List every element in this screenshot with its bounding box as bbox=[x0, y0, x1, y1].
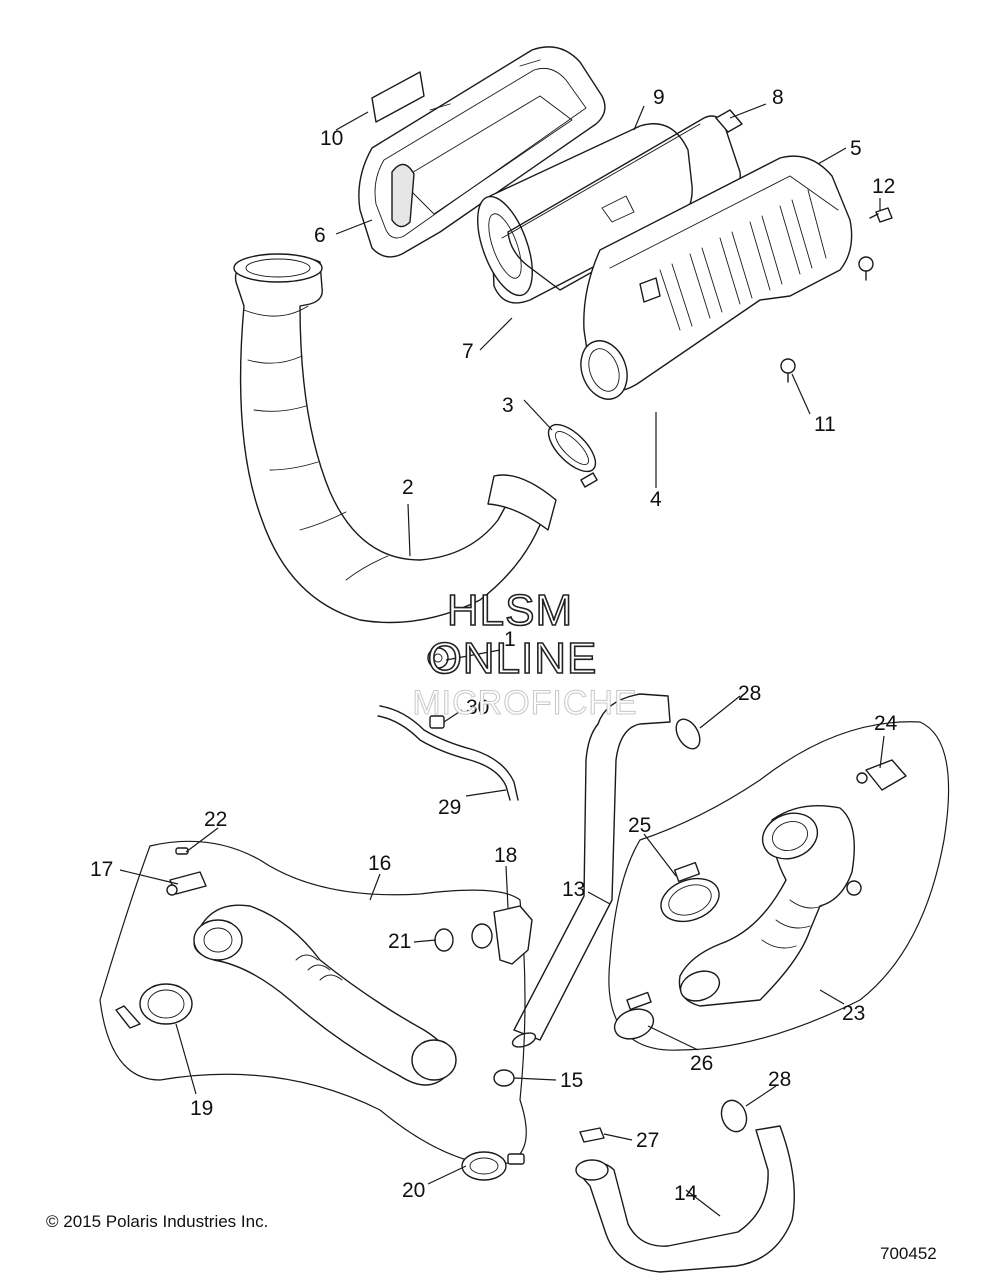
air-filter-element bbox=[477, 123, 693, 304]
callout-23: 23 bbox=[842, 1002, 865, 1025]
seal-clip bbox=[715, 109, 743, 133]
sensor-housing-18 bbox=[471, 905, 533, 965]
callout-20: 20 bbox=[402, 1179, 425, 1202]
figure-number: 700452 bbox=[880, 1244, 937, 1263]
clamp-25 bbox=[660, 861, 720, 923]
callout-11: 11 bbox=[814, 413, 836, 436]
clamp-15 bbox=[493, 1069, 515, 1087]
callout-6: 6 bbox=[314, 224, 326, 247]
fitting-27 bbox=[579, 1127, 605, 1143]
screw-11a bbox=[858, 256, 874, 281]
grommet-1 bbox=[427, 647, 449, 669]
callout-30: 30 bbox=[466, 696, 489, 719]
callout-4: 4 bbox=[650, 488, 662, 511]
callout-28-top: 28 bbox=[738, 682, 761, 705]
sensor-24 bbox=[856, 759, 907, 791]
callout-17: 17 bbox=[90, 858, 113, 881]
callout-8: 8 bbox=[772, 86, 784, 109]
callout-19: 19 bbox=[190, 1097, 213, 1120]
callout-29: 29 bbox=[438, 796, 461, 819]
callout-3: 3 bbox=[502, 394, 514, 417]
watermark-line-3: MICROFICHE bbox=[412, 684, 638, 723]
callout-numbers: 10 9 8 5 12 6 7 3 4 11 2 1 30 29 22 17 1… bbox=[90, 86, 898, 1205]
airbox-base bbox=[580, 155, 853, 400]
leader-lines bbox=[119, 103, 885, 1217]
ring-21 bbox=[434, 928, 454, 952]
plug-22 bbox=[175, 847, 189, 855]
callout-18: 18 bbox=[494, 844, 517, 867]
callout-24: 24 bbox=[874, 712, 898, 735]
callout-21: 21 bbox=[388, 930, 411, 953]
callout-27: 27 bbox=[636, 1129, 659, 1152]
watermark-line-1: HLSM bbox=[446, 585, 574, 636]
fitting-17 bbox=[166, 871, 207, 896]
callout-7: 7 bbox=[462, 340, 474, 363]
clamp-26 bbox=[613, 991, 655, 1040]
callout-22: 22 bbox=[204, 808, 227, 831]
watermark-line-2: ONLINE bbox=[427, 633, 598, 684]
callout-25: 25 bbox=[628, 814, 651, 837]
callout-28-bottom: 28 bbox=[768, 1068, 791, 1091]
airbox-cover bbox=[358, 46, 606, 258]
callout-16: 16 bbox=[368, 852, 391, 875]
callout-2: 2 bbox=[402, 476, 414, 499]
callout-12: 12 bbox=[872, 175, 895, 198]
callout-13: 13 bbox=[562, 878, 585, 901]
callout-10: 10 bbox=[320, 127, 343, 150]
hose-clamp-28b bbox=[720, 1099, 748, 1133]
callout-5: 5 bbox=[850, 137, 862, 160]
group-16-outline bbox=[99, 840, 527, 1167]
callout-26: 26 bbox=[690, 1052, 713, 1075]
intake-boot-23 bbox=[678, 805, 862, 1007]
cover-label bbox=[371, 71, 425, 123]
screw-12 bbox=[869, 207, 893, 223]
callout-1: 1 bbox=[504, 628, 516, 651]
screw-11b bbox=[780, 358, 796, 383]
intake-duct bbox=[233, 253, 557, 624]
hose-clamp-28a bbox=[675, 718, 701, 750]
callout-14: 14 bbox=[674, 1182, 698, 1205]
hose-14 bbox=[575, 1125, 795, 1273]
group-23-outline bbox=[608, 721, 950, 1051]
callout-15: 15 bbox=[560, 1069, 583, 1092]
intake-tube-16 bbox=[193, 904, 457, 1086]
clamp-20 bbox=[461, 1151, 525, 1181]
clamp-19 bbox=[115, 983, 193, 1029]
callout-9: 9 bbox=[653, 86, 665, 109]
intake-clamp bbox=[547, 423, 598, 488]
vent-hose bbox=[377, 705, 519, 801]
copyright-notice: © 2015 Polaris Industries Inc. bbox=[46, 1212, 269, 1231]
